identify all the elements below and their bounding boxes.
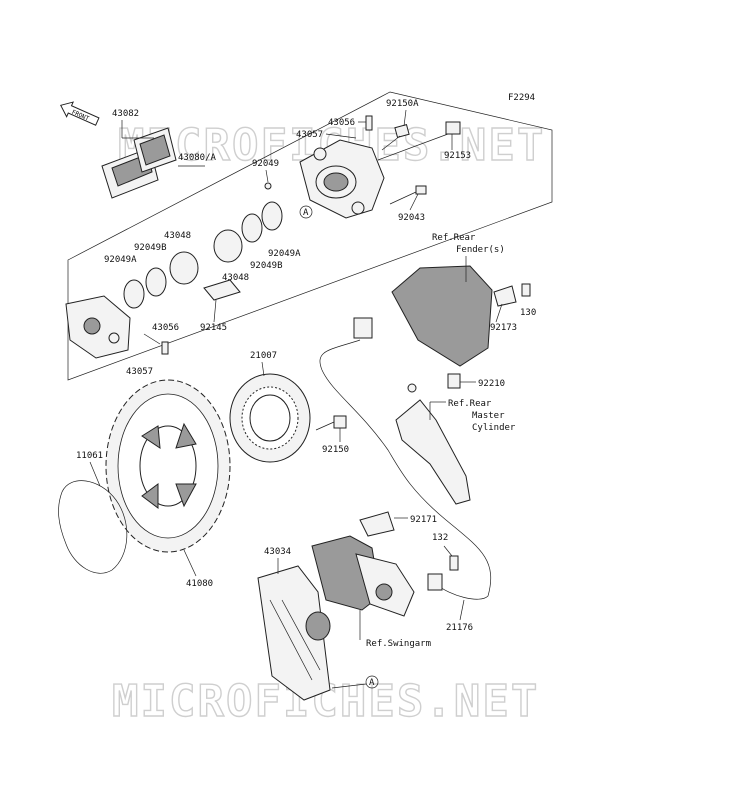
label-92049B-left: 92049B	[134, 243, 167, 253]
label-130: 130	[520, 308, 536, 318]
front-arrow-icon: FRONT	[60, 101, 100, 126]
abs-wheel-sensor	[427, 573, 443, 591]
label-92145: 92145	[200, 323, 227, 333]
callout-A-top-text: A	[303, 208, 309, 218]
seal-92049A-right	[261, 201, 283, 231]
label-92173: 92173	[490, 323, 517, 333]
callout-A-top	[299, 205, 313, 219]
ref-rear-fender-2: Fender(s)	[456, 245, 505, 255]
label-92150A: 92150A	[386, 99, 419, 109]
caliper-body	[65, 295, 131, 359]
label-92210: 92210	[478, 379, 505, 389]
bolt-132	[449, 555, 459, 571]
caliper-bracket-lower	[311, 535, 415, 617]
callout-A-bottom-text: A	[369, 678, 375, 688]
bolt-92150A	[381, 124, 410, 151]
ref-swingarm: Ref.Swingarm	[366, 639, 431, 649]
label-92049: 92049	[252, 159, 279, 169]
label-43057-bot: 43057	[126, 367, 153, 377]
callout-A-bottom	[365, 675, 379, 689]
bolt-92153	[377, 121, 461, 161]
o-ring-92049	[264, 182, 272, 190]
bleeder-valve-bottom	[161, 341, 169, 355]
label-21176: 21176	[446, 623, 473, 633]
brake-disc	[105, 379, 231, 553]
abs-sensor-ring	[229, 373, 311, 463]
label-21007: 21007	[250, 351, 277, 361]
label-43056-top: 43056	[328, 118, 355, 128]
label-92049A-left: 92049A	[104, 255, 137, 265]
bolt-130	[521, 283, 531, 297]
label-92043: 92043	[398, 213, 425, 223]
label-92150: 92150	[322, 445, 349, 455]
ref-master-3: Cylinder	[472, 423, 516, 433]
sensor-connector	[353, 317, 373, 339]
clamp-92171	[359, 511, 395, 537]
piston-43048-mid	[169, 251, 199, 285]
caliper-assembly-box	[67, 91, 553, 381]
label-43080A: 43080/A	[178, 153, 217, 163]
pad-spring-92145	[203, 279, 241, 301]
seal-92049B-left	[145, 267, 167, 297]
label-11061: 11061	[76, 451, 103, 461]
rear-fender	[391, 265, 493, 367]
caliper-holder	[299, 139, 385, 219]
brake-pedal-bracket	[395, 399, 471, 505]
bracket-92173	[493, 285, 517, 307]
label-43082: 43082	[112, 109, 139, 119]
label-92171: 92171	[410, 515, 437, 525]
bolt-92150	[315, 415, 347, 431]
grommet-92210	[447, 373, 461, 389]
label-43048-mid: 43048	[222, 273, 249, 283]
caliper-guard-43034	[257, 565, 331, 701]
label-41080: 41080	[186, 579, 213, 589]
label-43056-bot: 43056	[152, 323, 179, 333]
figure-code: F2294	[508, 93, 535, 103]
label-43034: 43034	[264, 547, 291, 557]
label-92049B-right: 92049B	[250, 261, 283, 271]
label-43048-top: 43048	[164, 231, 191, 241]
bolt-92043	[389, 185, 427, 205]
seal-92049A-left	[123, 279, 145, 309]
ref-master-1: Ref.Rear	[448, 399, 492, 409]
label-92049A-right: 92049A	[268, 249, 301, 259]
ref-master-2: Master	[472, 411, 505, 421]
label-132: 132	[432, 533, 448, 543]
bleeder-valve-top	[365, 115, 373, 131]
ref-rear-fender-1: Ref.Rear	[432, 233, 476, 243]
bolt-master	[407, 383, 417, 393]
label-92153: 92153	[444, 151, 471, 161]
brake-pads	[101, 127, 177, 199]
sensor-cable	[319, 339, 492, 600]
front-label: FRONT	[71, 109, 91, 123]
label-43057-top: 43057	[296, 130, 323, 140]
seal-92049B-right	[241, 213, 263, 243]
piston-43048-top	[213, 229, 243, 263]
